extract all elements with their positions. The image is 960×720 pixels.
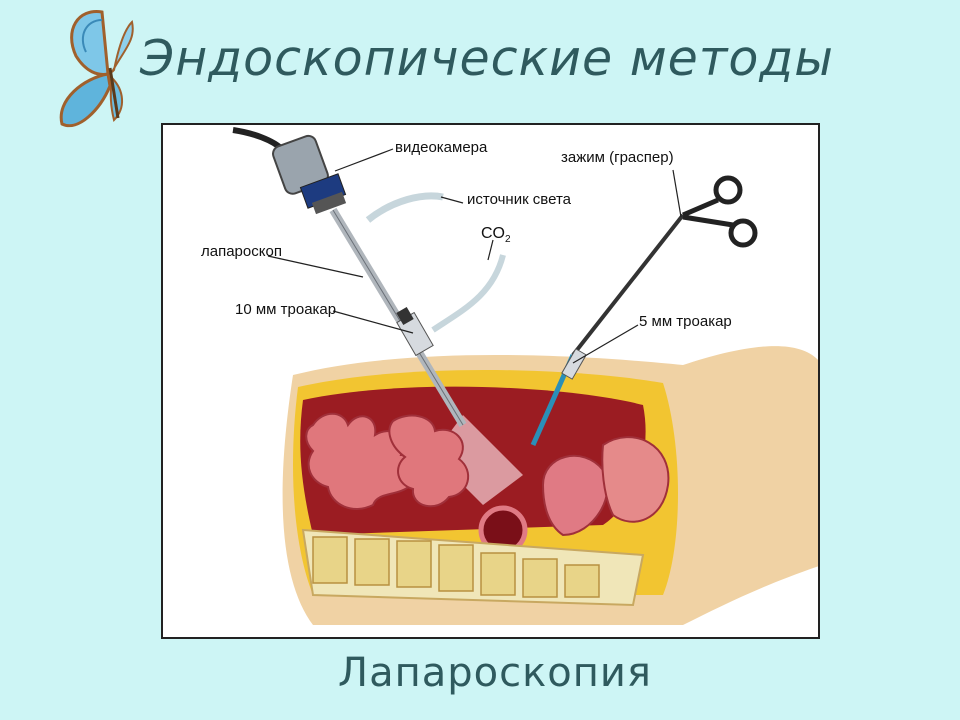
label-light-source: источник света [467, 191, 571, 208]
trocar-5mm [561, 348, 587, 380]
label-laparoscope: лапароскоп [201, 243, 282, 260]
label-camera: видеокамера [395, 139, 488, 156]
leader-lines [267, 148, 682, 364]
light-cable [365, 192, 444, 223]
butterfly-icon [59, 10, 134, 128]
co2-tube [431, 254, 506, 333]
intestines [305, 412, 469, 510]
label-trocar-5mm: 5 мм троакар [639, 313, 732, 330]
vertebrae [312, 536, 600, 598]
caption: Лапароскопия [338, 650, 652, 696]
uterus [541, 454, 609, 537]
bladder [601, 436, 670, 523]
page-title: Эндоскопические методы [140, 30, 834, 87]
label-trocar-10mm: 10 мм троакар [235, 301, 337, 318]
trocar-10mm [396, 306, 434, 357]
label-co2: CO2 [481, 225, 511, 246]
video-camera [232, 127, 347, 215]
label-grasper: зажим (граспер) [561, 149, 674, 166]
laparoscopy-diagram: видеокамера источник света CO2 лапароско… [161, 123, 820, 639]
